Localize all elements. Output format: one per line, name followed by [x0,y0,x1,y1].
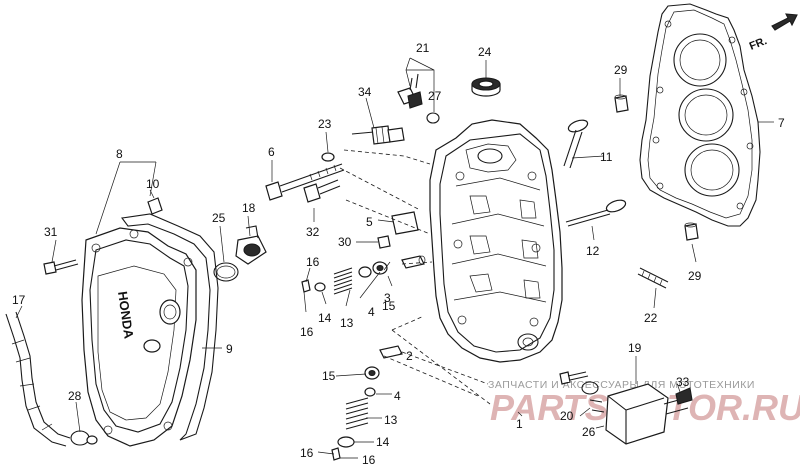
grommet [147,197,163,215]
thermostat [235,225,267,265]
cover-gasket [121,213,219,441]
spark-plug [351,125,405,145]
head-bolt-short [303,179,341,203]
breather-hose [5,311,71,447]
plate-bolt [377,235,391,249]
callout-16-d: 16 [362,453,376,467]
callout-5: 5 [366,215,373,229]
head-cover: HONDA [81,227,197,447]
callout-34: 34 [358,85,372,99]
callout-17: 17 [12,293,26,307]
callout-26: 26 [582,425,596,439]
valve-lower [565,199,627,227]
callout-13-upper: 13 [340,316,354,330]
callout-14-lower: 14 [376,435,390,449]
watermark-tagline: ЗАПЧАСТИ И АКСЕССУАРЫ ДЛЯ МОТОТЕХНИКИ [488,379,755,391]
sensor-o-ring [426,112,440,124]
callout-29-upper: 29 [614,63,628,77]
callout-1: 1 [516,417,523,431]
sealing-washer [321,152,335,162]
valve-guide-lower [379,345,403,359]
valve-spring-upper [301,261,388,295]
callout-7: 7 [778,116,785,130]
stud-bolt [637,267,669,289]
callout-24: 24 [478,45,492,59]
valve-guide-upper [401,255,426,269]
callout-25: 25 [212,211,226,225]
assembly-lines [339,149,491,405]
thermostat-seal [213,262,239,282]
callout-31: 31 [44,225,58,239]
hose-clamp [70,430,98,446]
cover-logo: HONDA [115,290,137,340]
callout-20: 20 [560,409,574,423]
callout-27: 27 [428,89,442,103]
callout-23: 23 [318,117,332,131]
cylinder-head [429,119,563,363]
callout-22: 22 [644,311,658,325]
leader-lines [15,57,774,459]
callout-9: 9 [226,342,233,356]
cover-bolt [43,259,79,275]
cover-plate [391,211,419,235]
pump-bolt [559,371,589,385]
dowel-pin-lower [684,222,699,241]
callout-12: 12 [586,244,600,258]
head-gasket [639,3,761,227]
thermostat-cap [471,77,501,97]
callout-13-lower: 13 [384,413,398,427]
callout-32: 32 [306,225,320,239]
pump-gasket [581,381,599,395]
callout-4-lower: 4 [394,389,401,403]
callout-30: 30 [338,235,352,249]
callout-2: 2 [406,349,413,363]
callout-10: 10 [146,177,160,191]
callout-15-upper: 15 [382,299,396,313]
front-direction-arrow: FR. [748,13,798,53]
callout-11: 11 [600,150,613,164]
callout-33: 33 [676,375,690,389]
thermo-sensor [397,73,423,109]
callout-4-upper: 4 [368,305,375,319]
callout-28: 28 [68,389,82,403]
callout-18: 18 [242,201,256,215]
head-bolt-long [265,163,345,201]
callout-21: 21 [416,41,430,55]
callout-numbers: 1 2 3 4 4 5 6 7 8 9 10 11 12 13 13 14 14… [12,41,785,467]
callout-29-lower: 29 [688,269,702,283]
front-label: FR. [748,35,769,53]
callout-15-lower: 15 [322,369,336,383]
callout-8: 8 [116,147,123,161]
fuel-pump [589,383,693,445]
callout-16-b: 16 [300,325,314,339]
callout-3: 3 [384,291,391,305]
valve-upper [563,119,589,169]
callout-19: 19 [628,341,642,355]
valve-spring-lower [331,366,380,461]
callout-14-upper: 14 [318,311,332,325]
dowel-pin-upper [614,94,629,113]
callout-6: 6 [268,145,275,159]
callout-16-c: 16 [300,446,314,460]
callout-16-a: 16 [306,255,320,269]
